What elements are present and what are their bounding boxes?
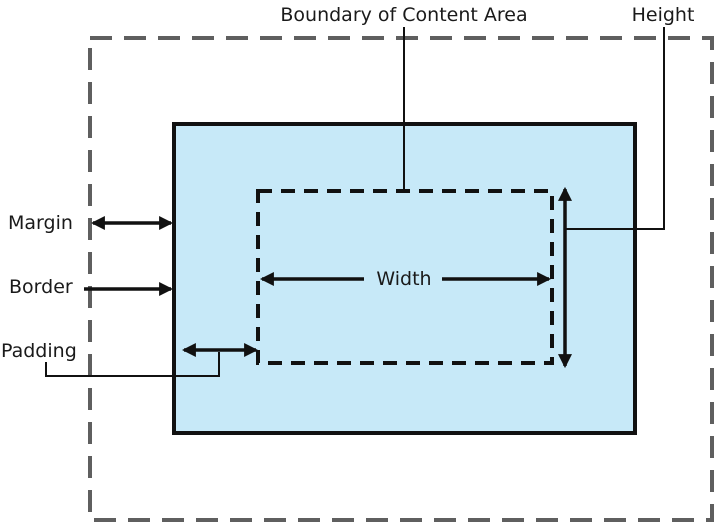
margin-area-outline (88, 36, 714, 522)
padding-leader-line (45, 352, 220, 377)
border-label: Border (9, 276, 73, 298)
height-leader-line (566, 27, 665, 230)
height-label: Height (632, 4, 695, 26)
margin-label: Margin (8, 212, 73, 234)
width-label: Width (376, 268, 431, 290)
padding-label: Padding (1, 340, 77, 362)
boundary-label: Boundary of Content Area (280, 4, 527, 26)
